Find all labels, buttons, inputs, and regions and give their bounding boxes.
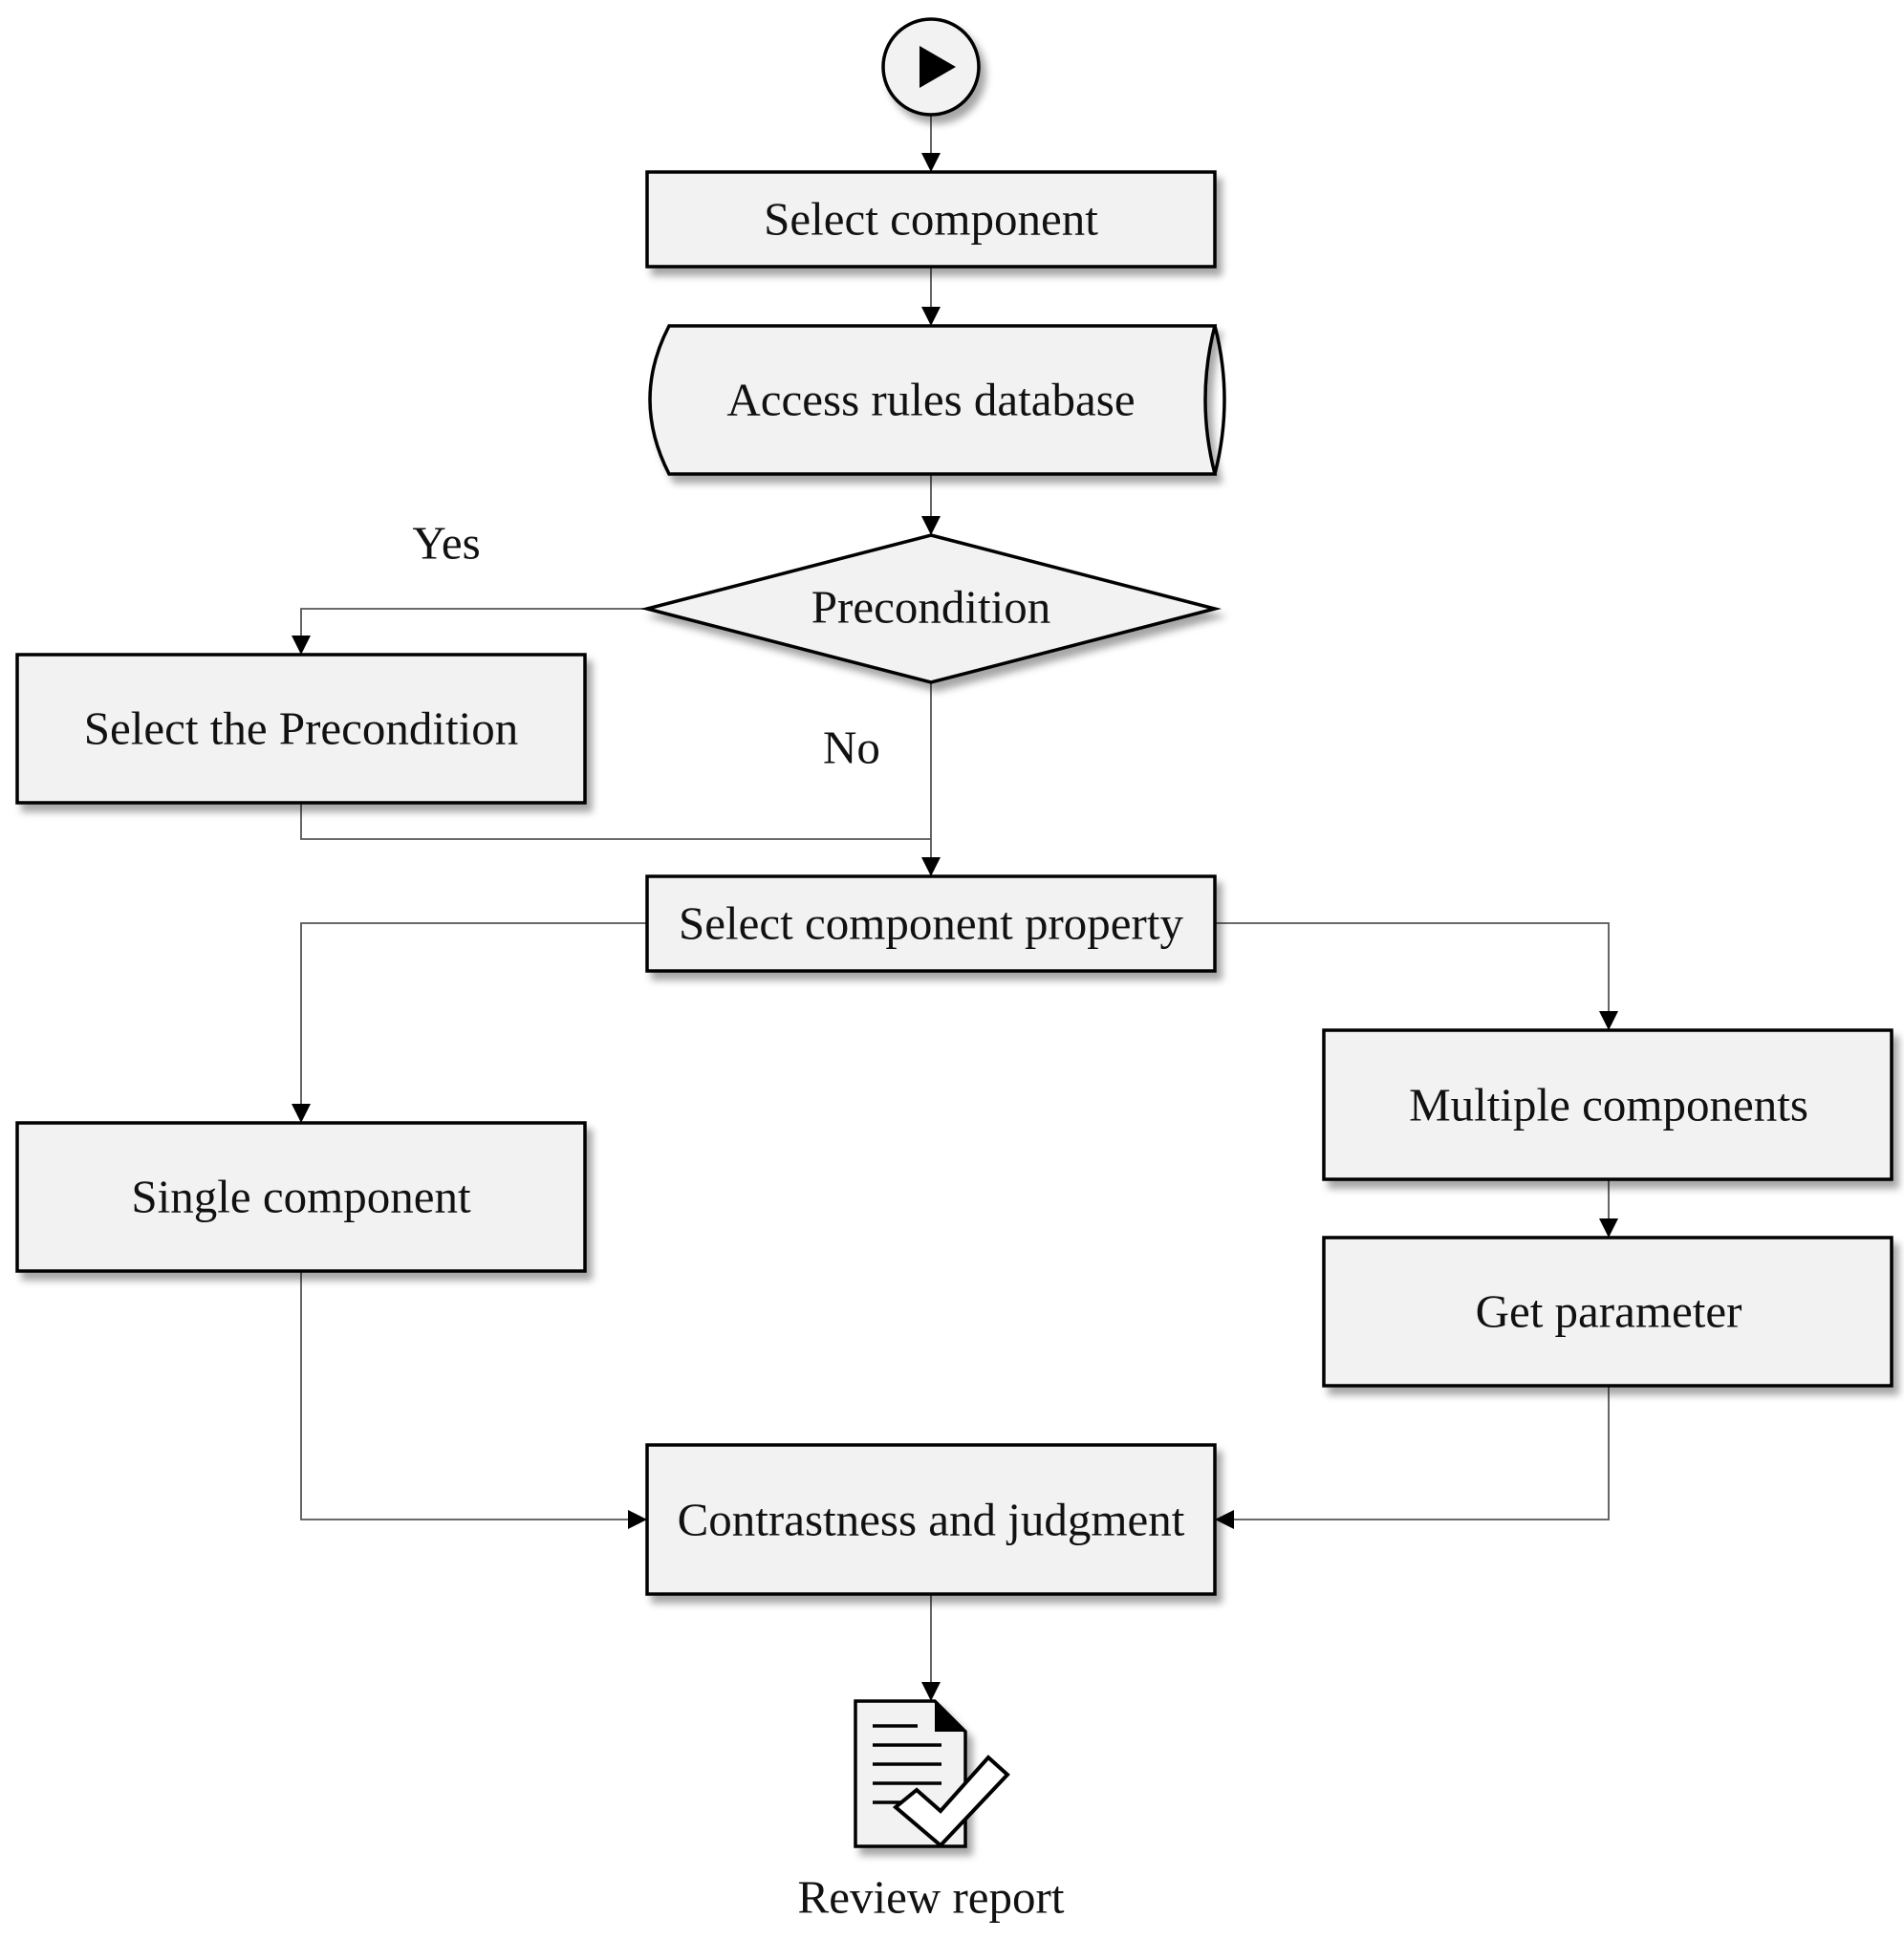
node-select-component-label: Select component	[764, 193, 1098, 246]
edge-property-to-multiple	[1215, 922, 1618, 1030]
node-select-the-precondition-label: Select the Precondition	[84, 702, 519, 755]
edge-precondition-yes	[292, 608, 647, 655]
node-get-parameter-label: Get parameter	[1476, 1285, 1742, 1338]
edge-single-to-judgment	[300, 1271, 647, 1529]
start-node	[881, 17, 981, 117]
edge-parameter-to-judgment	[1215, 1386, 1610, 1529]
edge-property-to-single	[292, 922, 647, 1123]
node-single-component: Single component	[15, 1121, 587, 1273]
node-precondition-label: Precondition	[811, 581, 1050, 634]
edge-select-precondition-merge	[300, 803, 931, 840]
node-access-rules-database: Access rules database	[648, 324, 1226, 476]
node-access-rules-database-label: Access rules database	[726, 374, 1135, 426]
node-multiple-components-label: Multiple components	[1409, 1079, 1808, 1132]
connectors	[292, 116, 1618, 1701]
node-contrastness-and-judgment: Contrastness and judgment	[645, 1443, 1217, 1596]
edge-label-yes: Yes	[412, 517, 480, 570]
node-contrastness-and-judgment-label: Contrastness and judgment	[678, 1494, 1185, 1546]
node-multiple-components: Multiple components	[1322, 1028, 1893, 1181]
node-select-component-property: Select component property	[645, 874, 1217, 973]
edge-label-no: No	[823, 722, 880, 774]
document-check-icon	[854, 1699, 1010, 1848]
node-precondition-decision: Precondition	[640, 533, 1222, 684]
node-select-the-precondition: Select the Precondition	[15, 653, 587, 805]
review-report-label: Review report	[798, 1871, 1065, 1924]
node-get-parameter: Get parameter	[1322, 1236, 1893, 1388]
node-single-component-label: Single component	[131, 1171, 471, 1223]
play-icon	[920, 46, 956, 88]
node-select-component-property-label: Select component property	[679, 897, 1183, 950]
node-select-component: Select component	[645, 170, 1217, 269]
